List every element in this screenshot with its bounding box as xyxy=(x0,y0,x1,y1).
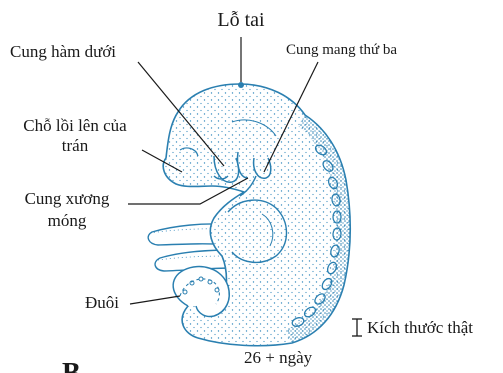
otic-pit xyxy=(238,82,244,88)
label-frontal-prominence: Chỗ lồi lên của trán xyxy=(6,116,144,156)
label-frontal-prominence-line2: trán xyxy=(6,136,144,156)
label-third-arch: Cung mang thứ ba xyxy=(286,40,397,60)
label-ear: Lỗ tai xyxy=(205,10,277,30)
label-hyoid-arch-line1: Cung xương xyxy=(8,188,126,210)
leader-tail xyxy=(130,296,180,304)
label-age: 26 + ngày xyxy=(244,348,312,368)
label-mandibular-arch: Cung hàm dưới xyxy=(10,42,116,62)
actual-size-scale-bar xyxy=(352,319,362,336)
panel-letter: B xyxy=(62,360,81,373)
label-frontal-prominence-line1: Chỗ lồi lên của xyxy=(6,116,144,136)
label-hyoid-arch-line2: móng xyxy=(8,210,126,232)
label-hyoid-arch: Cung xương móng xyxy=(8,188,126,232)
label-tail: Đuôi xyxy=(85,293,119,313)
tail xyxy=(173,267,229,317)
label-actual-size: Kích thước thật xyxy=(367,318,473,338)
